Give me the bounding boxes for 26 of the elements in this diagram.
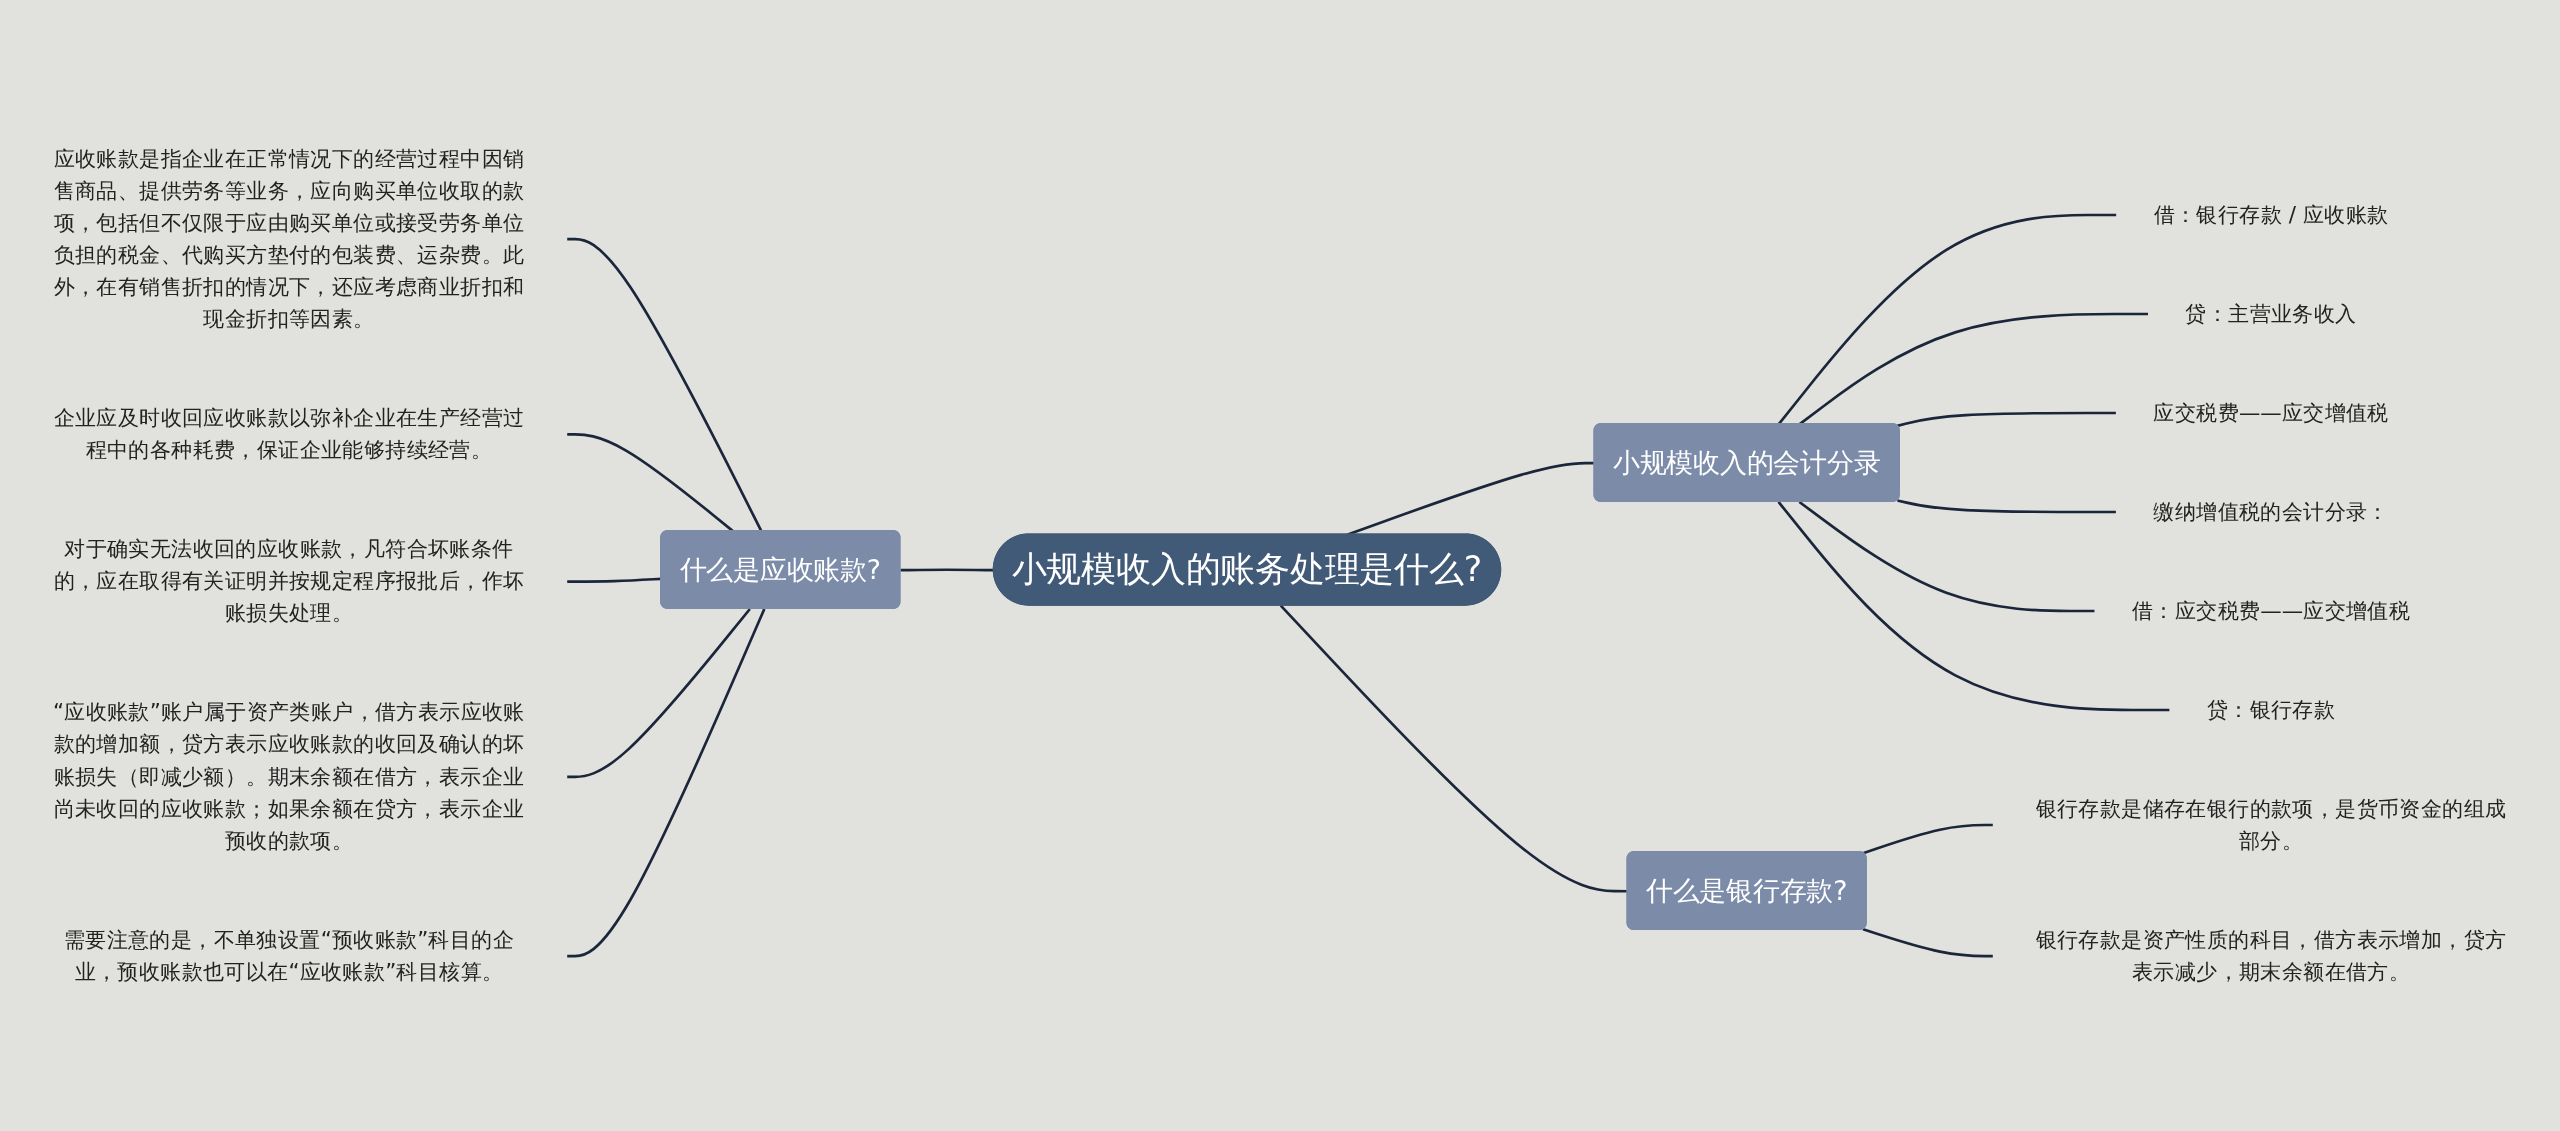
node-text: 银行存款是储存在银行的款项，是货币资金的组成部分。	[2035, 795, 2507, 854]
node-text: 银行存款是资产性质的科目，借方表示增加，贷方表示减少，期末余额在借方。	[2035, 926, 2507, 985]
connector	[567, 237, 763, 532]
node-text: 缴纳增值税的会计分录：	[2153, 498, 2389, 525]
connector	[1897, 499, 2116, 514]
connector	[1798, 312, 2148, 426]
connector	[567, 608, 751, 779]
node-text: 企业应及时收回应收账款以弥补企业在生产经营过程中的各种耗费，保证企业能够持续经营。	[53, 404, 525, 463]
node-text: 借：银行存款 / 应收账款	[2153, 201, 2389, 228]
node-text: 对于确实无法收回的应收账款，凡符合坏账条件的，应在取得有关证明并按规定程序报批后，作坏账损失处理。	[53, 536, 525, 626]
connector	[1279, 604, 1628, 893]
connector	[1346, 461, 1595, 536]
connector	[1798, 500, 2095, 613]
node-text: 需要注意的是，不单独设置“预收账款”科目的企业，预收账款也可以在“应收账款”科目核算。	[63, 926, 515, 985]
connector	[1897, 411, 2116, 428]
connector	[1777, 501, 2170, 712]
node-text: 借：应交税费——应交增值税	[2131, 597, 2411, 624]
node-text: 贷：银行存款	[2206, 696, 2336, 723]
node-text: 贷：主营业务收入	[2185, 300, 2357, 327]
connector	[1777, 213, 2117, 426]
connector	[1862, 823, 1993, 855]
node-text: “应收账款”账户属于资产类账户，借方表示应收账款的增加额，贷方表示应收账款的收回及确认的坏账损失（即减少额）。期末余额在借方，表示企业尚未收回的应收账款；如果余额在贷方，表示企业预收的款项。	[53, 699, 525, 854]
node-text: 应交税费——应交增值税	[2153, 399, 2389, 426]
connector	[567, 608, 766, 958]
connector	[1862, 928, 1993, 958]
node-text: 应收账款是指企业在正常情况下的经营过程中因销售商品、提供劳务等业务，应向购买单位收取的款项，包括但不仅限于应由购买单位或接受劳务单位负担的税金、代购买方垫付的包装费、运杂费。此外，在有销售折扣的情况下，还应考虑商业折扣和现金折扣等因素。	[53, 145, 525, 332]
